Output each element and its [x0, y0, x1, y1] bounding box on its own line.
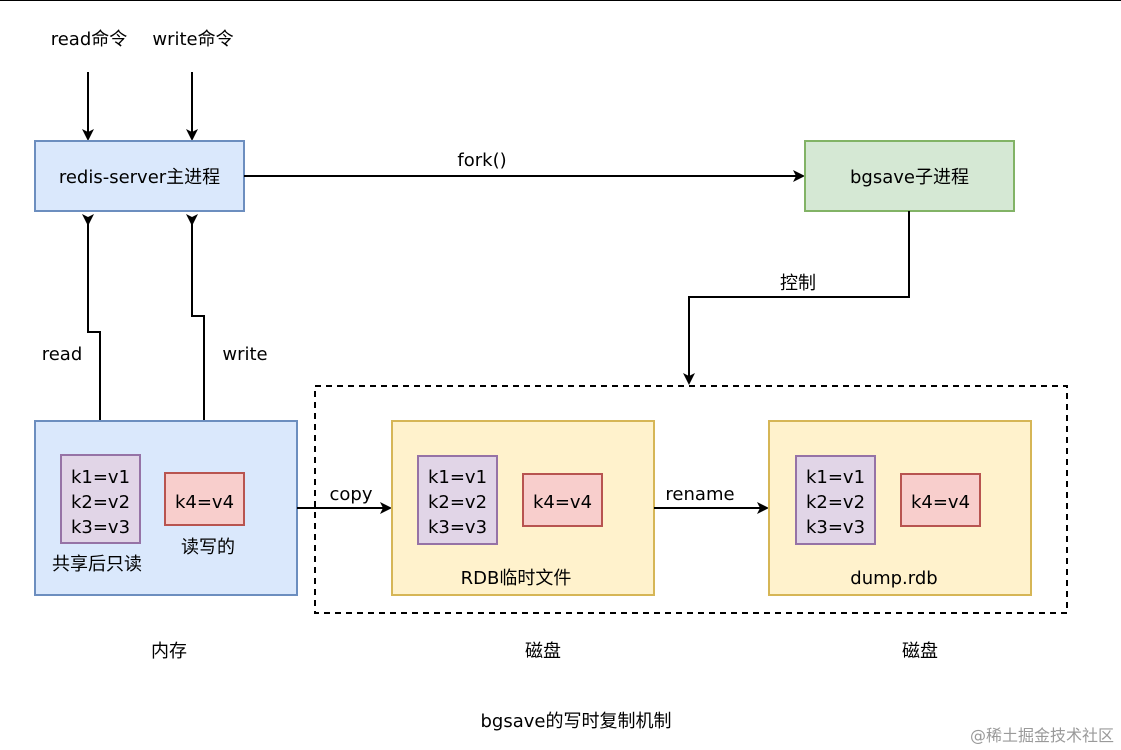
dump-kv-2: k2=v2: [806, 492, 865, 513]
dump-kv-box: [795, 455, 876, 545]
temp-kv-3: k3=v3: [428, 517, 487, 538]
memory-container: k1=v1 k2=v2 k3=v3 共享后只读 k4=v4 读写的: [34, 420, 298, 596]
write-arrow: [186, 214, 210, 473]
dump-rdb-label: dump.rdb: [850, 568, 937, 589]
read-arrow: [82, 214, 106, 455]
temp-kv-1: k1=v1: [428, 467, 487, 488]
memory-rw-kv-box: [164, 472, 245, 526]
read-label: read: [42, 344, 83, 365]
child-process-node: bgsave子进程: [804, 140, 1015, 212]
dump-kv-1: k1=v1: [806, 467, 865, 488]
dump-disk-caption: 磁盘: [902, 641, 938, 662]
write-label: write: [222, 344, 267, 365]
child-process-label: bgsave子进程: [850, 167, 969, 188]
dump-kv-4: k4=v4: [911, 492, 970, 513]
write-command-label: write命令: [152, 29, 233, 50]
temp-disk-caption: 磁盘: [525, 641, 561, 662]
temp-kv4-box: [522, 473, 603, 527]
memory-kv-3: k3=v3: [71, 517, 130, 538]
temp-kv-box: [417, 455, 498, 545]
rdb-temp-file: k1=v1 k2=v2 k3=v3 k4=v4 RDB临时文件: [391, 420, 655, 596]
read-command-label: read命令: [51, 29, 128, 50]
copy-label: copy: [330, 484, 373, 505]
dump-rdb-file: k1=v1 k2=v2 k3=v3 k4=v4 dump.rdb: [768, 420, 1032, 596]
main-process-node: redis-server主进程: [34, 140, 245, 212]
temp-kv-2: k2=v2: [428, 492, 487, 513]
memory-shared-kv-box: [60, 454, 141, 544]
memory-kv-2: k2=v2: [71, 492, 130, 513]
control-label: 控制: [780, 273, 816, 294]
memory-shared-label: 共享后只读: [52, 554, 142, 575]
dump-kv4-box: [900, 473, 981, 527]
temp-kv-4: k4=v4: [533, 492, 592, 513]
main-process-label: redis-server主进程: [59, 167, 220, 188]
main-process-box: [34, 140, 245, 212]
rename-label: rename: [665, 484, 734, 505]
disk-dashed-container: [314, 385, 1068, 614]
fork-label: fork(): [457, 150, 506, 171]
diagram-title: bgsave的写时复制机制: [481, 711, 672, 732]
memory-kv-4: k4=v4: [175, 492, 234, 513]
watermark: @稀土掘金技术社区: [970, 726, 1114, 745]
memory-caption: 内存: [151, 641, 187, 662]
control-arrow: [683, 211, 910, 385]
dump-kv-3: k3=v3: [806, 517, 865, 538]
rdb-temp-file-label: RDB临时文件: [461, 568, 572, 589]
memory-rw-label: 读写的: [181, 537, 235, 558]
memory-kv-1: k1=v1: [71, 467, 130, 488]
